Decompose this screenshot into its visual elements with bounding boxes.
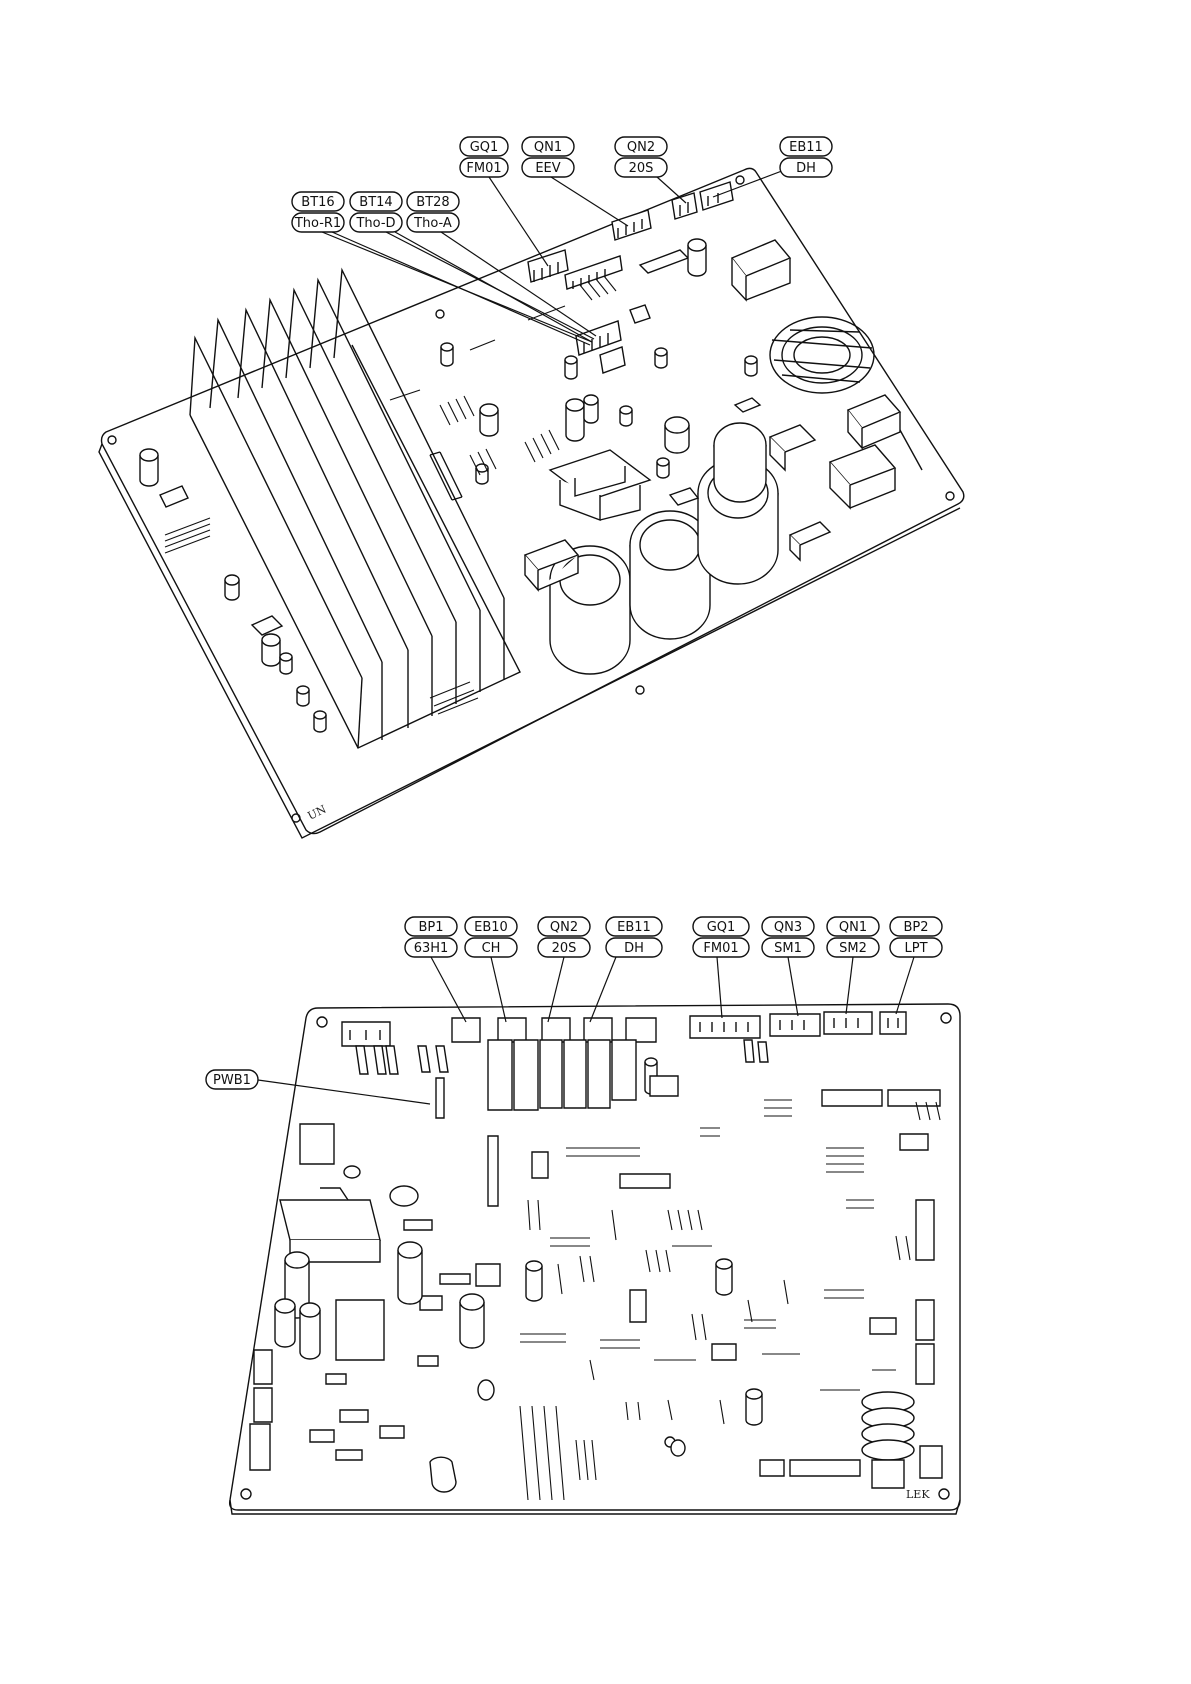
svg-text:DH: DH <box>796 161 816 176</box>
label-eb10-ch: EB10 CH <box>465 917 517 957</box>
label-bt28-thoa: BT28 Tho-A <box>407 192 459 232</box>
svg-text:Tho-A: Tho-A <box>413 216 452 231</box>
svg-text:QN1: QN1 <box>534 140 562 155</box>
label-bp2-lpt: BP2 LPT <box>890 917 942 957</box>
svg-text:20S: 20S <box>629 161 654 176</box>
lower-board-marking: LEK <box>906 1488 930 1501</box>
label-gq1-fm01: GQ1 FM01 <box>460 137 508 177</box>
svg-text:EB11: EB11 <box>617 920 651 935</box>
svg-text:63H1: 63H1 <box>414 941 449 956</box>
svg-text:QN1: QN1 <box>839 920 867 935</box>
label-bt14-thod: BT14 Tho-D <box>350 192 402 232</box>
mount-hole <box>292 814 300 822</box>
svg-text:SM2: SM2 <box>839 941 867 956</box>
label-gq1-fm01: GQ1 FM01 <box>693 917 749 957</box>
svg-text:PWB1: PWB1 <box>213 1073 251 1088</box>
svg-text:EB11: EB11 <box>789 140 823 155</box>
label-qn1-eev: QN1 EEV <box>522 137 574 177</box>
label-pwb1: PWB1 <box>206 1070 258 1089</box>
label-eb11-dh: EB11 DH <box>606 917 662 957</box>
svg-text:QN2: QN2 <box>627 140 655 155</box>
svg-text:Tho-R1: Tho-R1 <box>294 216 341 231</box>
svg-text:LPT: LPT <box>904 941 927 956</box>
label-bp1-63h1: BP1 63H1 <box>405 917 457 957</box>
svg-text:CH: CH <box>482 941 501 956</box>
svg-text:QN2: QN2 <box>550 920 578 935</box>
svg-text:BT14: BT14 <box>359 195 392 210</box>
label-qn1-sm2: QN1 SM2 <box>827 917 879 957</box>
relay-row <box>488 1040 636 1110</box>
svg-text:FM01: FM01 <box>703 941 738 956</box>
label-qn2-20s: QN2 20S <box>615 137 667 177</box>
svg-text:QN3: QN3 <box>774 920 802 935</box>
svg-text:GQ1: GQ1 <box>707 920 736 935</box>
mount-hole <box>636 686 644 694</box>
svg-text:BP1: BP1 <box>418 920 443 935</box>
svg-text:BT28: BT28 <box>416 195 449 210</box>
svg-text:SM1: SM1 <box>774 941 802 956</box>
svg-text:DH: DH <box>624 941 644 956</box>
label-bt16-thor1: BT16 Tho-R1 <box>292 192 344 232</box>
upper-board: UN <box>99 166 964 838</box>
label-qn2-20s: QN2 20S <box>538 917 590 957</box>
lower-board: LEK <box>230 957 960 1514</box>
svg-text:Tho-D: Tho-D <box>355 216 395 231</box>
label-eb11-dh: EB11 DH <box>780 137 832 177</box>
svg-text:BT16: BT16 <box>301 195 334 210</box>
svg-text:FM01: FM01 <box>466 161 501 176</box>
svg-text:20S: 20S <box>552 941 577 956</box>
label-qn3-sm1: QN3 SM1 <box>762 917 814 957</box>
svg-text:GQ1: GQ1 <box>470 140 499 155</box>
svg-text:BP2: BP2 <box>903 920 928 935</box>
svg-text:EB10: EB10 <box>474 920 508 935</box>
svg-text:EEV: EEV <box>535 161 560 176</box>
